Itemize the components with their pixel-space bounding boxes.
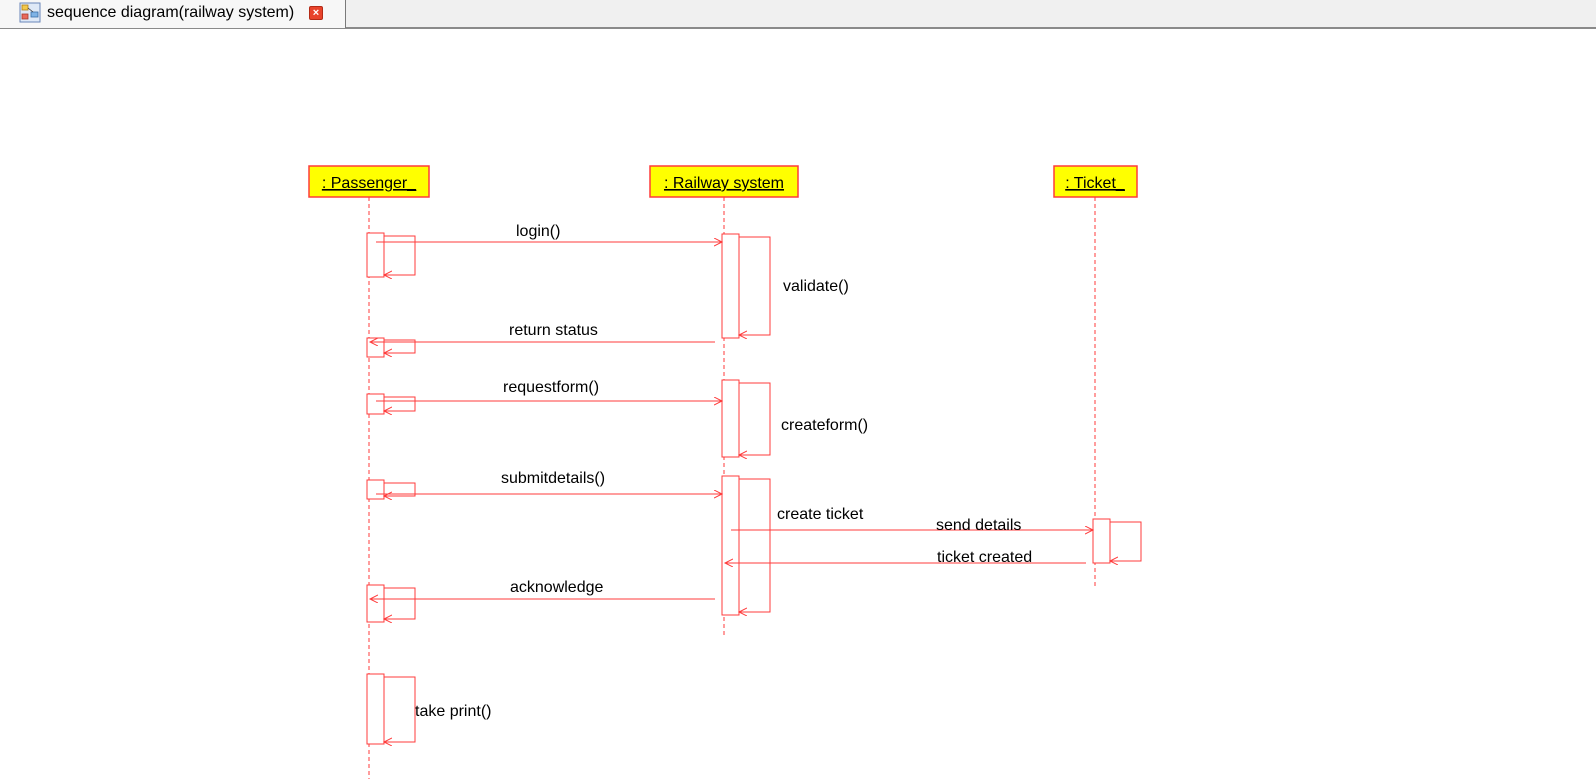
diagram-icon <box>19 2 41 23</box>
activation-bar <box>721 475 740 616</box>
activation-bar <box>366 337 385 358</box>
self-loop <box>739 382 771 455</box>
lifeline-label: : Railway system <box>664 175 784 192</box>
lifeline-label: : Ticket_ <box>1065 175 1126 192</box>
diagram-canvas: : Passenger_ : Railway system : Ticket_ <box>0 31 1596 779</box>
close-icon[interactable]: × <box>309 6 323 20</box>
activation-bar <box>366 584 385 623</box>
message-label: send details <box>936 517 1021 534</box>
lifeline-ticket[interactable]: : Ticket_ <box>1053 165 1138 198</box>
activation-bar <box>1092 518 1111 564</box>
self-loop <box>384 339 416 353</box>
message-label: createform() <box>781 417 868 434</box>
lifeline-passenger[interactable]: : Passenger_ <box>308 165 430 198</box>
activation-bar <box>366 479 385 500</box>
lifeline-railway-system[interactable]: : Railway system <box>649 165 799 198</box>
self-loop <box>739 236 771 335</box>
sequence-diagram: : Passenger_ : Railway system : Ticket_ <box>308 165 1142 779</box>
activation-bar <box>366 673 385 745</box>
self-loop <box>739 478 771 612</box>
message-label: submitdetails() <box>501 470 605 487</box>
activation-bar <box>721 233 740 339</box>
self-loop <box>384 676 416 742</box>
self-loop <box>384 235 416 275</box>
tab-sequence-diagram[interactable]: sequence diagram(railway system) × <box>0 0 346 28</box>
message-label: return status <box>509 322 598 339</box>
message-label: validate() <box>783 278 849 295</box>
self-loop <box>384 587 416 619</box>
message-label: ticket created <box>937 549 1032 566</box>
self-loop <box>384 396 416 411</box>
self-loop <box>384 482 416 496</box>
message-label: acknowledge <box>510 579 604 596</box>
tab-title: sequence diagram(railway system) <box>47 4 295 21</box>
self-loop <box>1110 521 1142 561</box>
lifeline-label: : Passenger_ <box>322 175 417 192</box>
activation-bar <box>721 379 740 458</box>
message-label: create ticket <box>777 506 864 523</box>
message-label: take print() <box>415 703 491 720</box>
activation-bar <box>366 393 385 415</box>
message-label: requestform() <box>503 379 599 396</box>
tab-bar: sequence diagram(railway system) × <box>0 0 1596 29</box>
activation-bar <box>366 232 385 278</box>
message-label: login() <box>516 223 560 240</box>
